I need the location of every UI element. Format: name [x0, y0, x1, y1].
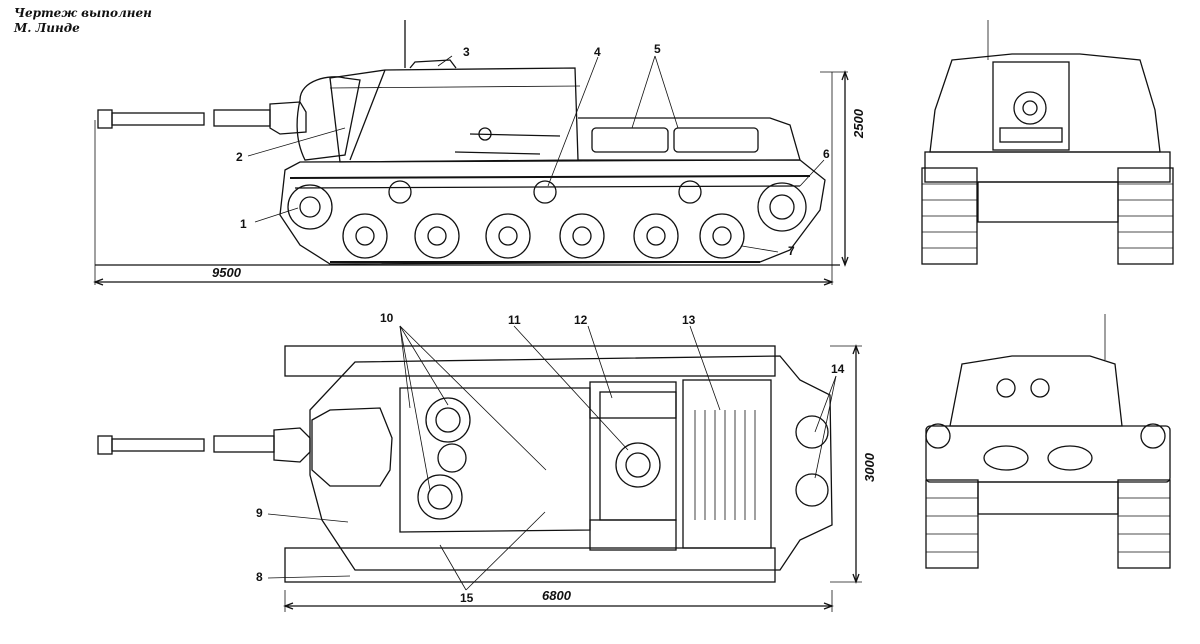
credit-line-2: М. Линде [14, 21, 80, 35]
callout-8: 8 [256, 570, 263, 584]
road-wheels [287, 182, 807, 259]
callout-15: 15 [460, 591, 474, 605]
callout-12: 12 [574, 313, 588, 327]
credit-line-1: Чертеж выполнен [14, 6, 152, 20]
callout-7: 7 [788, 244, 795, 258]
front-view [921, 20, 1174, 265]
callout-5: 5 [654, 42, 661, 56]
side-length-dimension: 9500 [212, 265, 242, 280]
callout-10: 10 [380, 311, 394, 325]
callout-4: 4 [594, 45, 601, 59]
callout-11: 11 [508, 313, 521, 327]
callout-13: 13 [682, 313, 696, 327]
top-length-dimension: 6800 [542, 588, 572, 603]
callout-14: 14 [831, 362, 845, 376]
callout-9: 9 [256, 506, 263, 520]
callout-2: 2 [236, 150, 243, 164]
side-height-dimension: 2500 [851, 108, 866, 139]
callout-3: 3 [463, 45, 470, 59]
side-view [93, 20, 849, 286]
callout-6: 6 [823, 147, 830, 161]
top-width-dimension: 3000 [862, 452, 877, 482]
top-view [97, 325, 862, 612]
callout-1: 1 [240, 217, 247, 231]
rear-view [925, 314, 1171, 569]
